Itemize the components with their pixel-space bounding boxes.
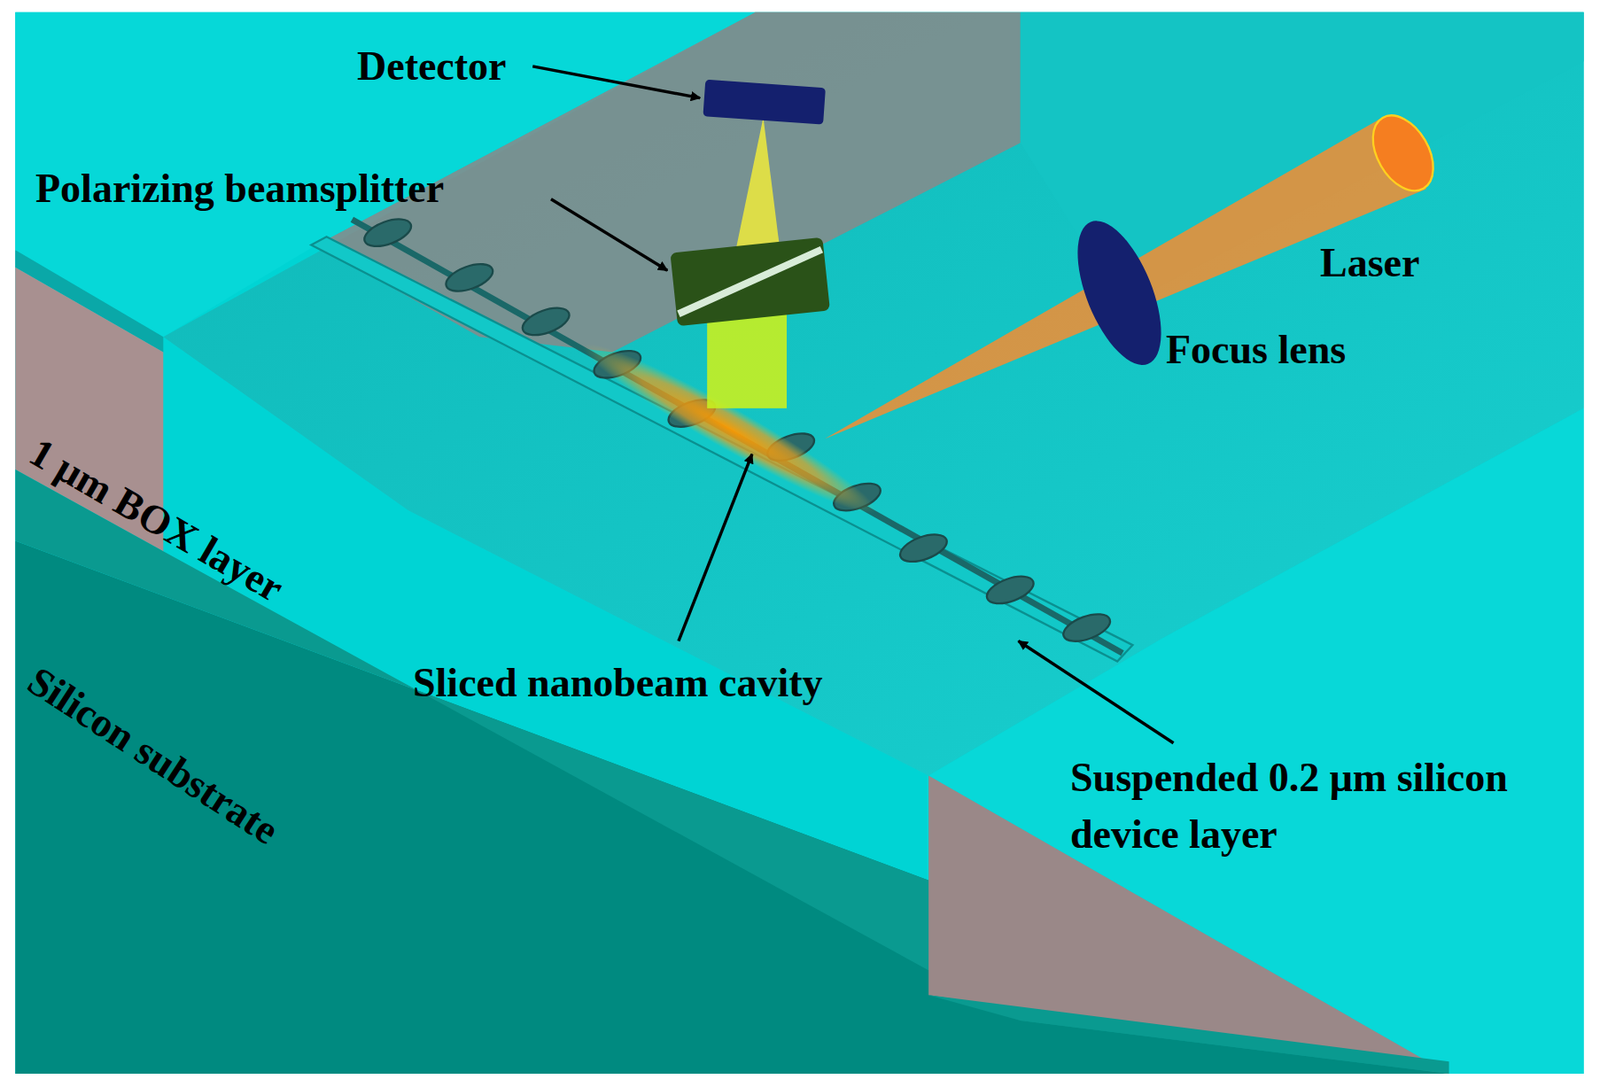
detector-label: Detector <box>357 40 507 93</box>
device-layer-label: Suspended 0.2 μm silicon device layer <box>1070 749 1531 863</box>
lens-label: Focus lens <box>1165 324 1346 376</box>
laser-label: Laser <box>1320 237 1420 289</box>
beamsplitter-label: Polarizing beamsplitter <box>35 163 444 215</box>
cavity-label: Sliced nanobeam cavity <box>412 657 824 709</box>
